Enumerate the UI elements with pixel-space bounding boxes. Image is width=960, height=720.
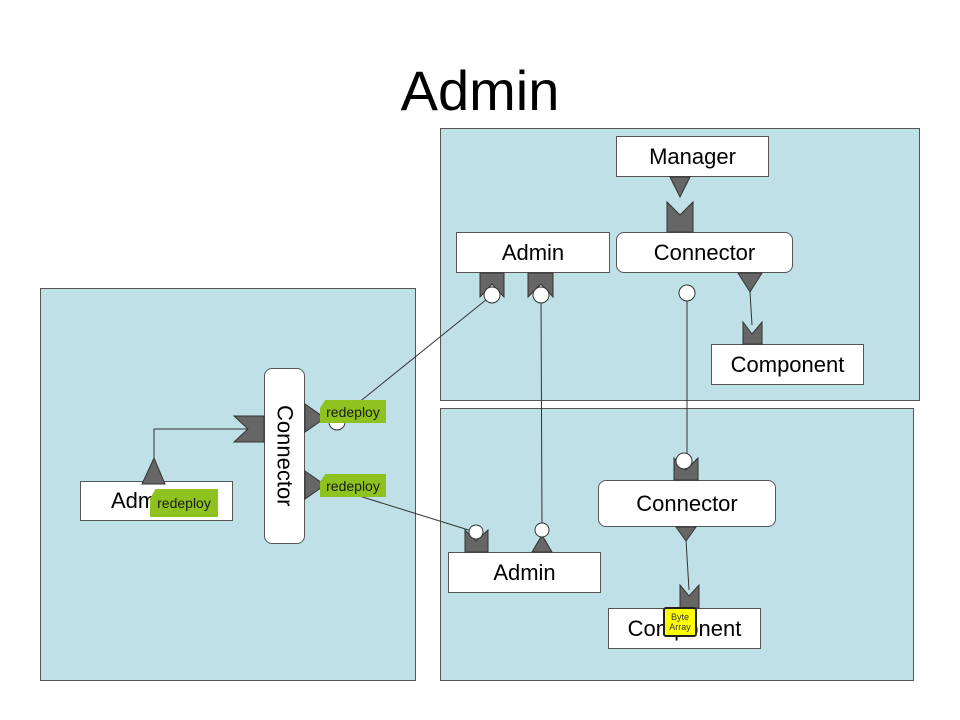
page-title: Admin <box>400 59 560 122</box>
top-connector-provides-port <box>737 272 763 293</box>
bottom-admin-port-circle-1 <box>468 524 484 540</box>
bottom-connector-provides-port <box>675 526 697 542</box>
top-admin-port-circle-2 <box>532 286 550 304</box>
left-admin-provides-port <box>141 456 166 485</box>
top-component-box: Component <box>711 344 864 385</box>
left-connector-right-port-2 <box>304 470 326 500</box>
top-admin-port-circle-1 <box>483 286 501 304</box>
connector-uses-port-top <box>666 200 694 233</box>
bottom-connector-uses-port <box>673 456 699 481</box>
byte-array-badge: Byte Array <box>663 607 697 637</box>
bottom-component-uses-port <box>679 583 700 609</box>
left-connector-right-port-1 <box>304 403 326 433</box>
wire-connector-to-component <box>749 291 753 326</box>
wire-left-admin-to-connector <box>153 428 255 465</box>
bottom-admin-port-circle-2 <box>534 522 550 538</box>
wire-admin-redeploy-to-bottom-admin <box>339 489 476 533</box>
redeploy-tag-1: redeploy <box>320 400 386 423</box>
manager-provides-port <box>669 176 691 199</box>
bottom-connector-port-circle <box>675 452 693 470</box>
bottom-admin-box: Admin <box>448 552 601 593</box>
left-connector-box: Connector <box>264 368 305 544</box>
wire-admin-left-to-top-admin <box>336 294 493 421</box>
wire-top-admin-to-bottom-admin <box>540 294 543 531</box>
redeploy-tag-3: redeploy <box>150 489 218 517</box>
left-connector-uses-port <box>232 415 265 443</box>
redeploy-tag-2: redeploy <box>320 474 386 497</box>
wire-bottom-connector-to-component <box>685 539 690 591</box>
bottom-connector-box: Connector <box>598 480 776 527</box>
top-connector-box: Connector <box>616 232 793 273</box>
component-uses-port <box>742 320 763 345</box>
bottom-admin-provides-port <box>531 534 553 553</box>
top-connector-port-circle <box>678 284 696 302</box>
manager-box: Manager <box>616 136 769 177</box>
top-admin-box: Admin <box>456 232 610 273</box>
